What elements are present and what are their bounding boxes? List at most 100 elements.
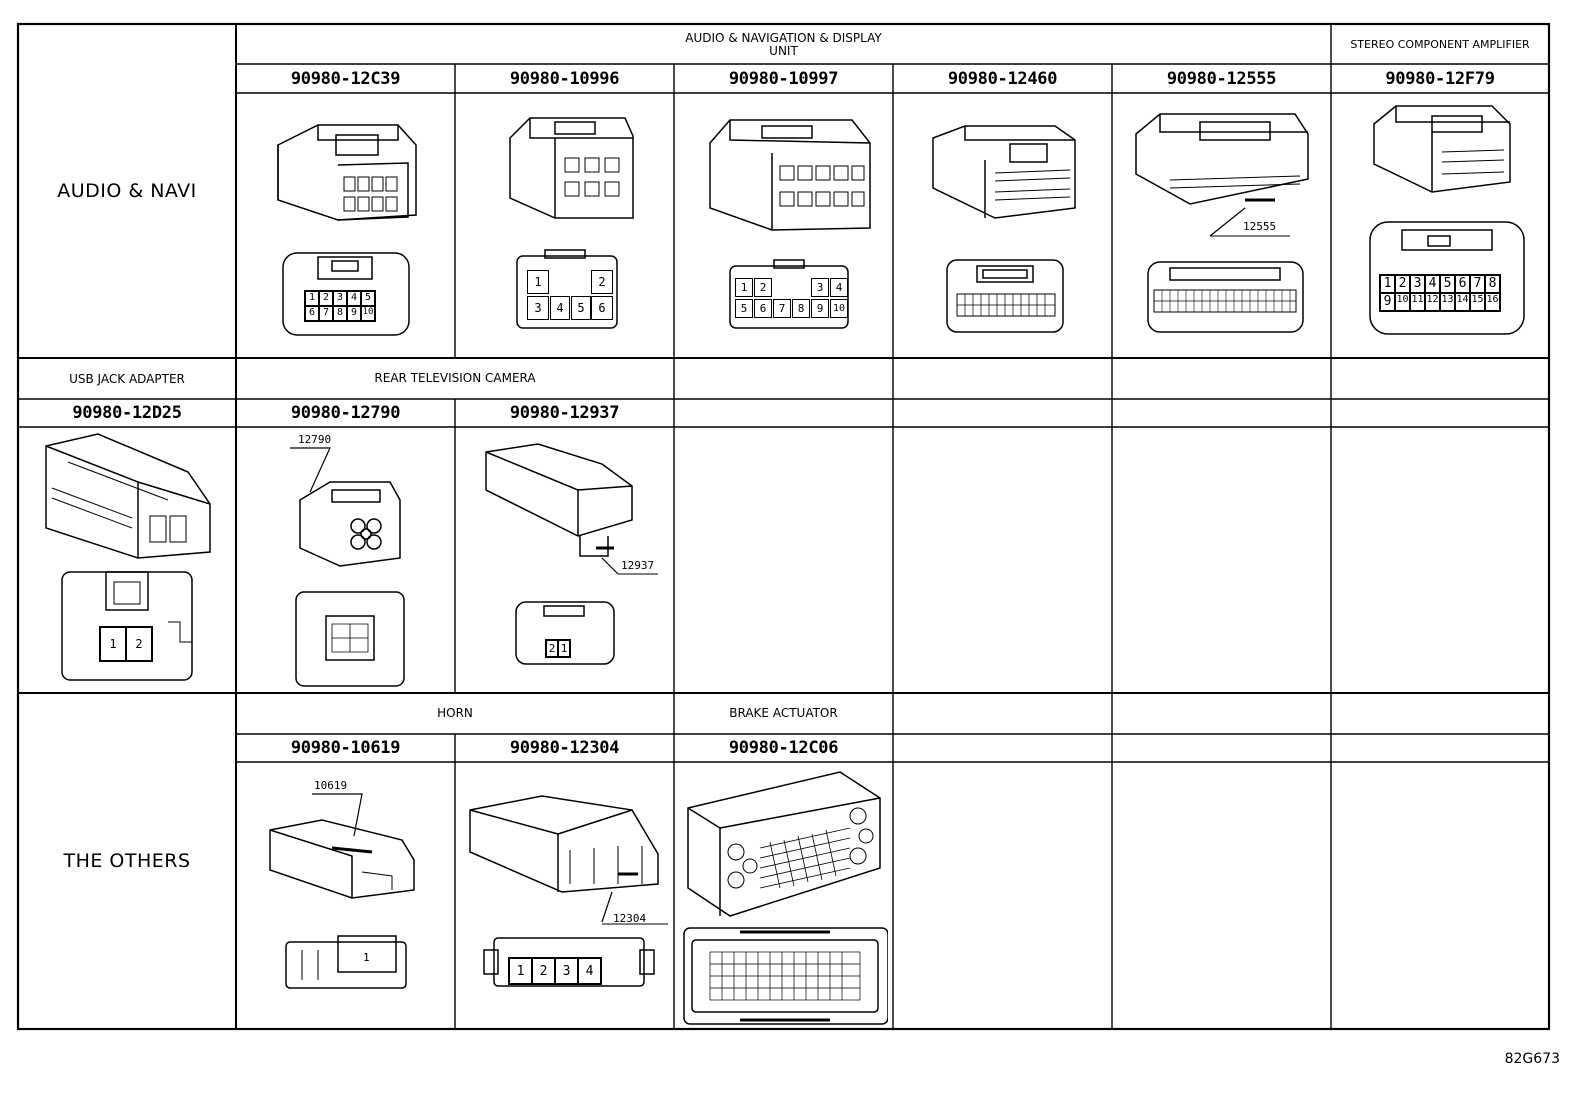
pin-1: 1 [100, 627, 126, 661]
pin-grid-12f79: 1 2 3 4 5 6 7 8 9 10 11 12 13 14 15 16 [1379, 274, 1501, 312]
connector-12c06-drawing [683, 771, 888, 1025]
group-brake-actuator: BRAKE ACTUATOR [729, 706, 838, 720]
pin-3: 3 [555, 958, 578, 984]
pin-2: 2 [591, 270, 613, 294]
pin-9: 9 [811, 299, 829, 318]
pin-7: 7 [319, 306, 333, 321]
pin-4: 4 [830, 278, 848, 297]
pin-6: 6 [305, 306, 319, 321]
part-number-10996: 90980-10996 [509, 68, 620, 89]
connector-12d25-drawing [45, 433, 211, 681]
pin-13: 13 [1440, 293, 1455, 311]
pin-1: 1 [558, 640, 570, 657]
connector-12937-drawing [485, 443, 658, 665]
pin-10619-1: 1 [363, 951, 370, 964]
callout-12937: 12937 [621, 559, 655, 572]
pin-grid-12937: 2 1 [545, 639, 571, 658]
connector-12f79-drawing [1369, 105, 1525, 335]
part-number-10619: 90980-10619 [290, 738, 401, 758]
part-number-12c06: 90980-12C06 [728, 738, 839, 758]
category-the-others: THE OTHERS [63, 850, 191, 872]
pin-16: 16 [1485, 293, 1500, 311]
group-title-line-2: UNIT [769, 44, 798, 58]
pin-11: 11 [1410, 293, 1425, 311]
pin-6: 6 [591, 296, 613, 320]
connector-12790-drawing [290, 447, 405, 687]
pin-grid-12d25: 1 2 [99, 626, 153, 662]
part-number-10997: 90980-10997 [728, 68, 839, 89]
pin-2: 2 [546, 640, 558, 657]
pin-5: 5 [571, 296, 591, 320]
pin-grid-12304: 1 2 3 4 [508, 957, 602, 985]
pin-5: 5 [735, 299, 753, 318]
callout-12790: 12790 [298, 433, 332, 446]
pin-10: 10 [1395, 293, 1410, 311]
part-number-12937: 90980-12937 [509, 403, 620, 423]
pin-7: 7 [1470, 275, 1485, 293]
part-number-12d25: 90980-12D25 [72, 403, 182, 423]
pin-14: 14 [1455, 293, 1470, 311]
group-title-line-1: AUDIO & NAVIGATION & DISPLAY [685, 31, 882, 45]
connector-12460-drawing [932, 125, 1076, 333]
part-number-12790: 90980-12790 [290, 403, 401, 423]
pin-3: 3 [333, 291, 347, 306]
pin-2: 2 [319, 291, 333, 306]
pin-6: 6 [1455, 275, 1470, 293]
category-usb-jack-adapter: USB JACK ADAPTER [69, 371, 185, 386]
pin-2: 2 [1395, 275, 1410, 293]
pin-3: 3 [1410, 275, 1425, 293]
pin-5: 5 [361, 291, 375, 306]
figure-code: 82G673 [1504, 1051, 1560, 1067]
connector-10996-drawing [509, 117, 634, 329]
pin-8: 8 [792, 299, 810, 318]
callout-10619: 10619 [314, 779, 348, 792]
pin-2: 2 [754, 278, 772, 297]
pin-8: 8 [333, 306, 347, 321]
category-audio-navi: AUDIO & NAVI [57, 180, 197, 202]
connector-12304-drawing [469, 795, 668, 987]
pin-1: 1 [305, 291, 319, 306]
callout-12304: 12304 [613, 912, 647, 925]
connector-10619-drawing [269, 793, 415, 989]
pin-1: 1 [1380, 275, 1395, 293]
group-horn: HORN [437, 706, 473, 720]
part-number-12f79: 90980-12F79 [1385, 68, 1495, 89]
pin-2: 2 [126, 627, 152, 661]
pin-15: 15 [1470, 293, 1485, 311]
pin-1: 1 [509, 958, 532, 984]
pin-12: 12 [1425, 293, 1440, 311]
pin-4: 4 [550, 296, 570, 320]
part-number-12460: 90980-12460 [947, 68, 1058, 89]
connector-12c39-drawing [277, 124, 417, 336]
pin-4: 4 [1425, 275, 1440, 293]
group-stereo-component-amplifier: STEREO COMPONENT AMPLIFIER [1350, 37, 1530, 51]
pin-7: 7 [773, 299, 791, 318]
pin-3: 3 [811, 278, 829, 297]
pin-grid-10997: 1 2 3 4 5 6 7 8 9 10 [735, 278, 848, 318]
pin-4: 4 [578, 958, 601, 984]
pin-1: 1 [527, 270, 549, 294]
pin-4: 4 [347, 291, 361, 306]
connector-10997-drawing [709, 119, 871, 329]
group-rear-television-camera: REAR TELEVISION CAMERA [374, 371, 536, 385]
pin-grid-10996: 1 2 3 4 5 6 [525, 268, 615, 320]
pin-10: 10 [830, 299, 848, 318]
pin-9: 9 [347, 306, 361, 321]
pin-3: 3 [527, 296, 549, 320]
pin-1: 1 [735, 278, 753, 297]
group-audio-navigation-display-unit: AUDIO & NAVIGATION & DISPLAY UNIT [236, 26, 1331, 64]
pin-2: 2 [532, 958, 555, 984]
part-number-12c39: 90980-12C39 [290, 68, 401, 89]
connector-12555-drawing [1135, 113, 1309, 333]
part-number-12555: 90980-12555 [1166, 68, 1277, 89]
pin-6: 6 [754, 299, 772, 318]
pin-5: 5 [1440, 275, 1455, 293]
pin-8: 8 [1485, 275, 1500, 293]
pin-10: 10 [361, 306, 375, 321]
part-number-12304: 90980-12304 [509, 738, 620, 758]
pin-grid-12c39: 1 2 3 4 5 6 7 8 9 10 [304, 290, 376, 322]
pin-9: 9 [1380, 293, 1395, 311]
callout-12555: 12555 [1243, 220, 1277, 233]
